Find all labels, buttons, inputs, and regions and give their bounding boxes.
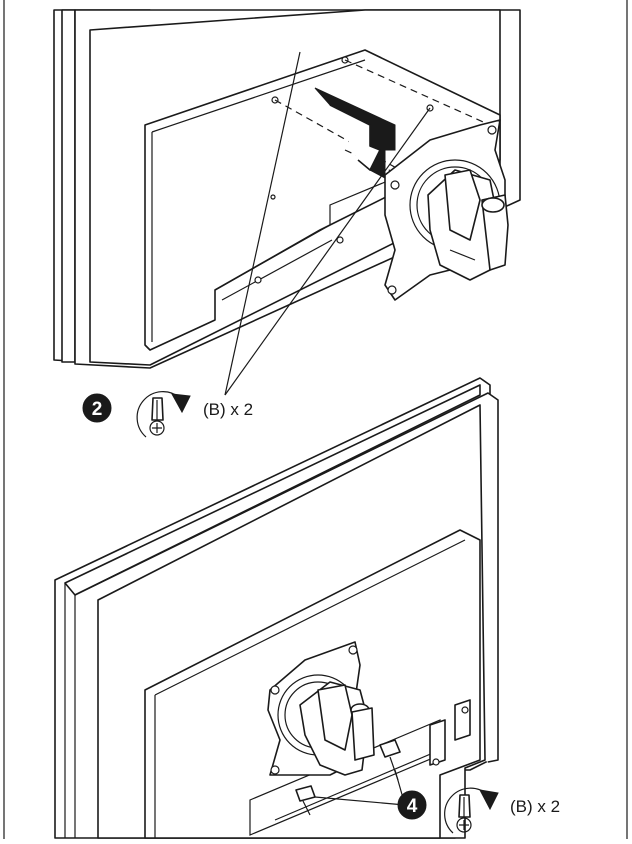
leader-lines-upper (224, 51, 431, 396)
direction-arrow (314, 87, 396, 179)
hinge-bracket (427, 169, 509, 281)
step-number: 2 (92, 399, 103, 420)
step-label-upper: (B) x 2 (203, 400, 253, 419)
clockwise-screwdriver-icon (136, 391, 191, 438)
clockwise-screwdriver-icon (444, 787, 499, 834)
step-label-lower: (B) x 2 (510, 797, 560, 816)
upper-monitor (53, 9, 521, 369)
screws-lower (295, 739, 401, 816)
step-badge-2: 2 (82, 393, 112, 423)
lower-monitor (54, 377, 499, 839)
hinge-bracket-lower (299, 681, 375, 776)
step-badge-4: 4 (397, 790, 427, 820)
step-number: 4 (407, 796, 418, 817)
